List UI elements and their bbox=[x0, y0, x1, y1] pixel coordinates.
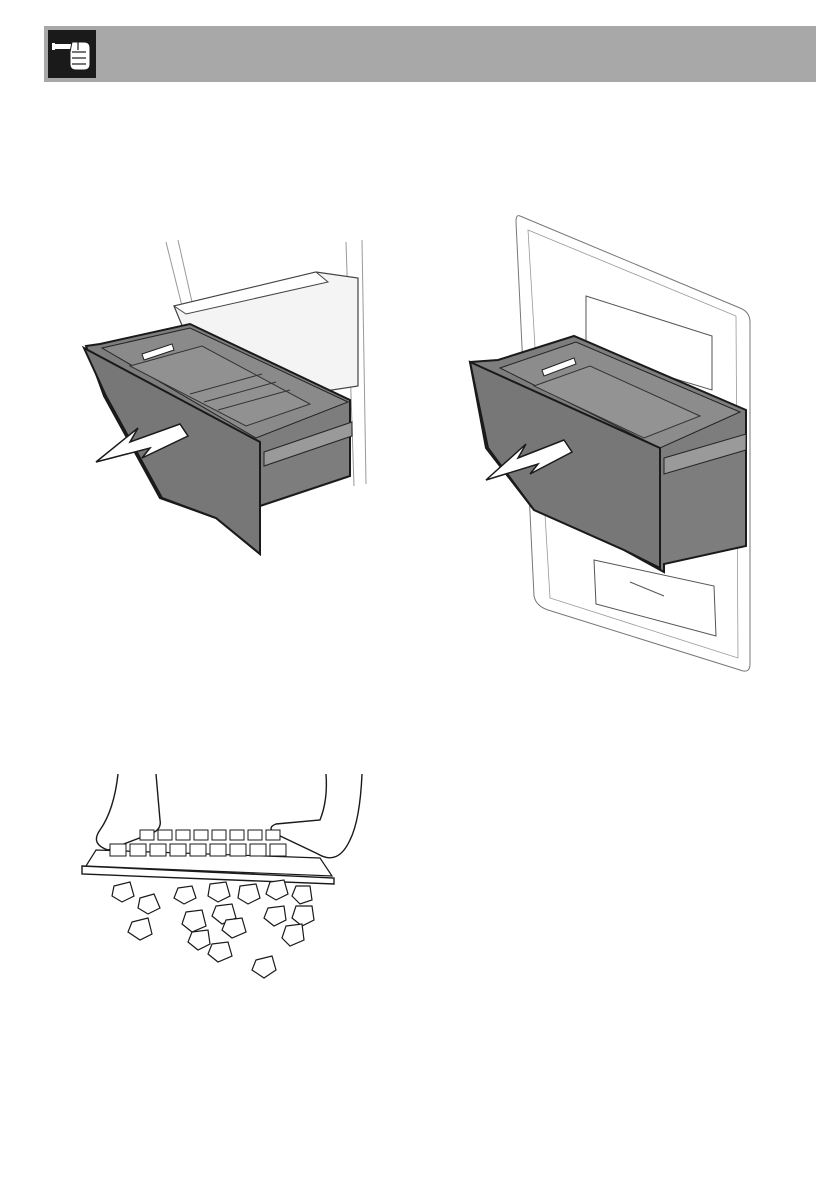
section-header-bar bbox=[44, 26, 816, 82]
drawer-arrow-illustration bbox=[70, 236, 370, 556]
ice-tray-illustration bbox=[70, 770, 370, 990]
pointing-hand-icon bbox=[48, 30, 96, 78]
drawer-arrow-illustration bbox=[464, 212, 756, 672]
